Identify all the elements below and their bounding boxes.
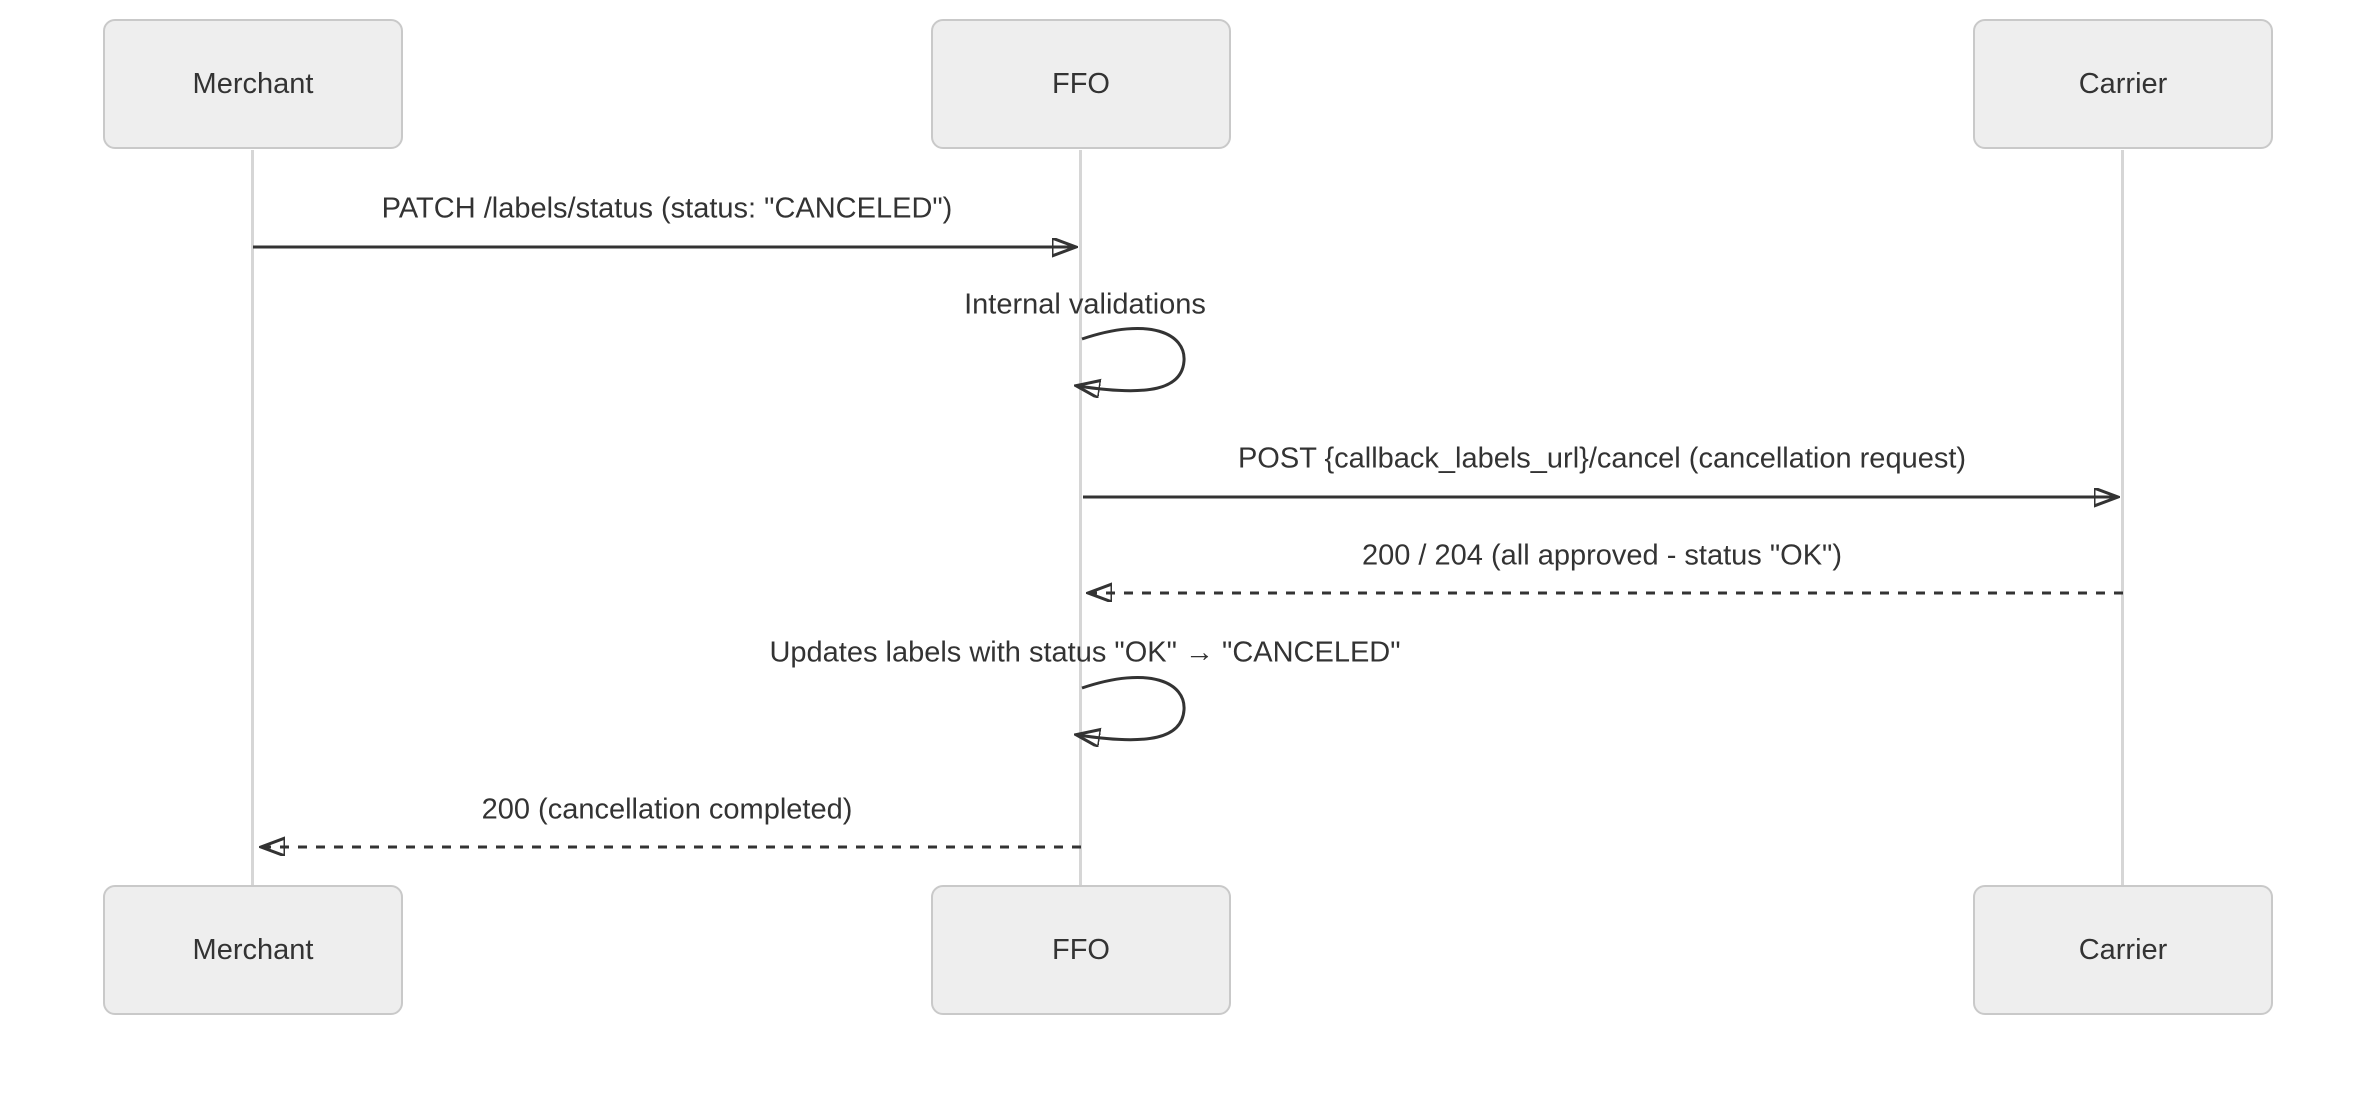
actor-merchant-bottom-label: Merchant [192,933,314,966]
actor-merchant-top: Merchant [103,19,403,149]
lifeline-merchant [251,150,254,885]
message-label-updates-labels: Updates labels with status "OK" → "CANCE… [769,636,1401,669]
message-label-internal-validations: Internal validations [964,288,1206,321]
actor-ffo-top: FFO [931,19,1231,149]
actor-merchant-bottom: Merchant [103,885,403,1015]
message-label-response-200-204: 200 / 204 (all approved - status "OK") [1361,539,1843,572]
actor-ffo-bottom-label: FFO [1052,933,1110,966]
message-label-post-callback-cancel: POST {callback_labels_url}/cancel (cance… [1237,442,1967,475]
message-label-patch-labels-status: PATCH /labels/status (status: "CANCELED"… [381,192,953,225]
message-label-response-200-completed: 200 (cancellation completed) [481,793,853,826]
actor-merchant-top-label: Merchant [192,67,314,100]
actor-carrier-bottom: Carrier [1973,885,2273,1015]
lifeline-ffo [1079,150,1082,885]
actor-carrier-top-label: Carrier [2078,67,2168,100]
actor-carrier-top: Carrier [1973,19,2273,149]
self-loop-internal-validations [1078,326,1186,390]
actor-ffo-bottom: FFO [931,885,1231,1015]
actor-carrier-bottom-label: Carrier [2078,933,2168,966]
lifeline-carrier [2121,150,2124,885]
self-loop-updates-labels [1078,675,1186,739]
actor-ffo-top-label: FFO [1052,67,1110,100]
